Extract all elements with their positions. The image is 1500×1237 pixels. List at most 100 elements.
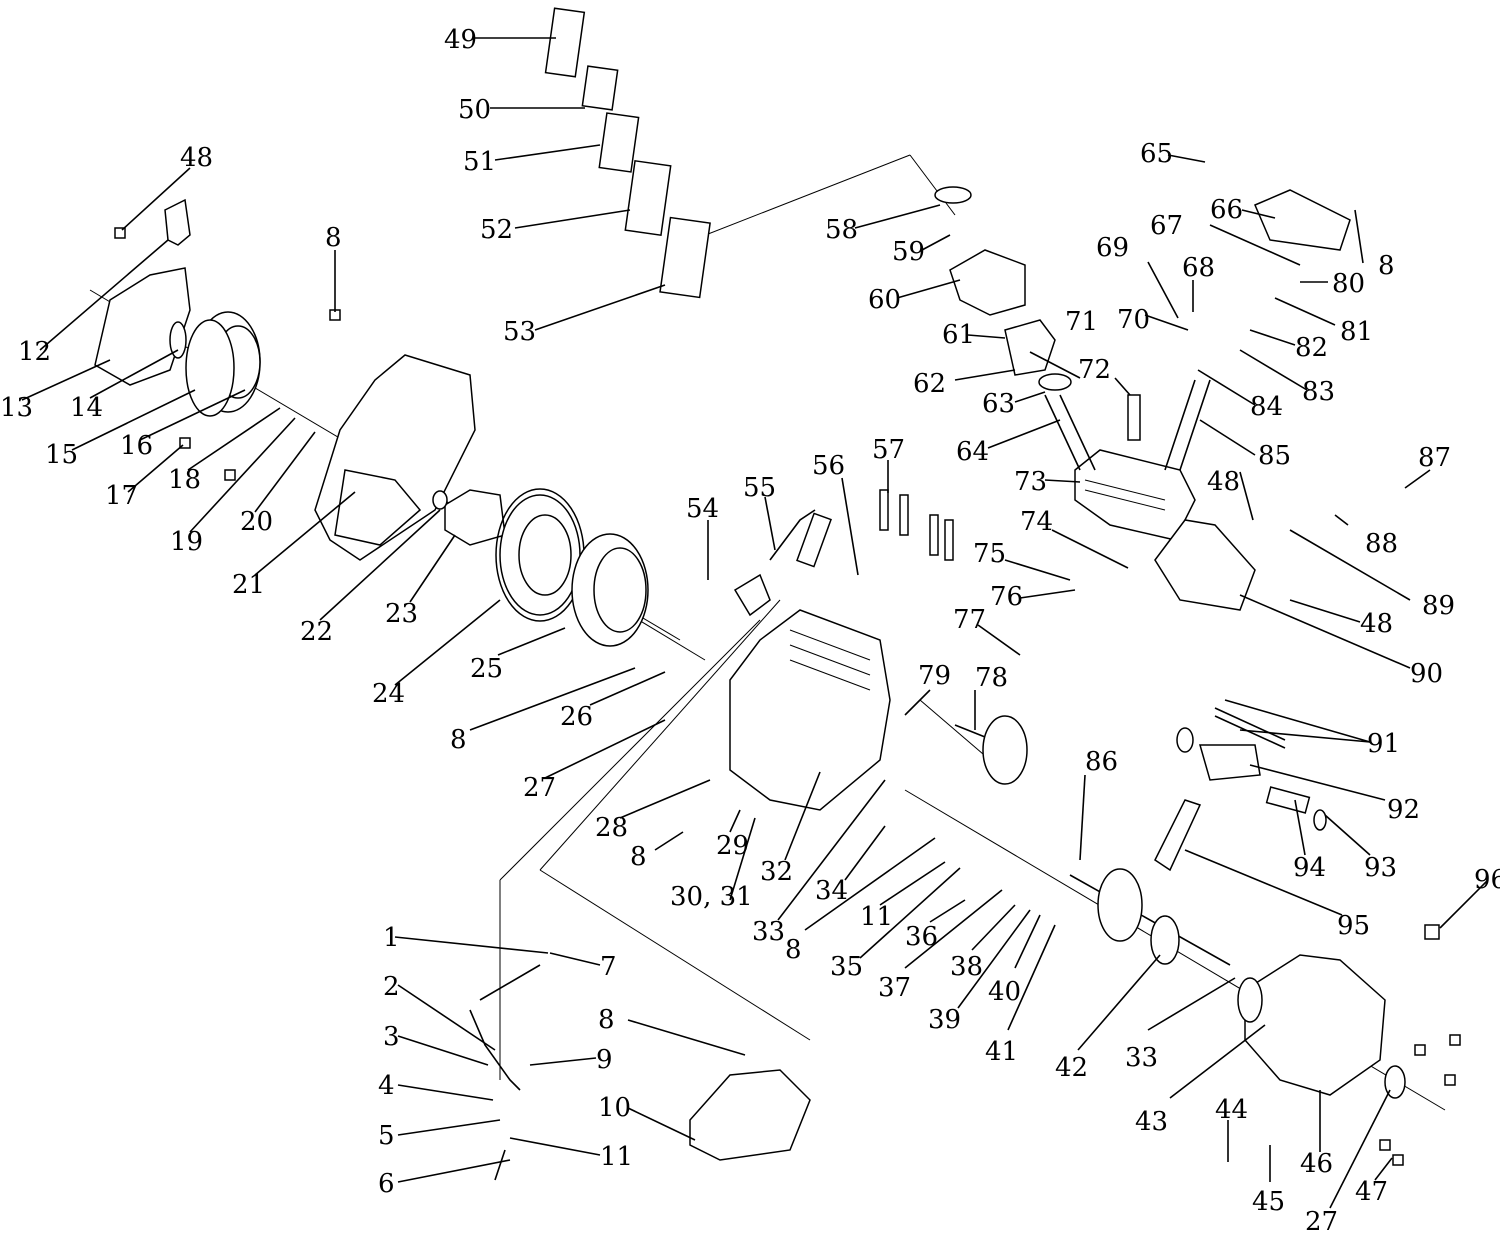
part-piston	[1176, 707, 1327, 831]
part-rotor	[495, 488, 585, 622]
callout-8-flywheel: 8	[450, 725, 467, 755]
part-cylinder-head	[1074, 449, 1196, 541]
callout-9: 9	[596, 1045, 613, 1075]
callout-39: 39	[928, 1005, 961, 1035]
part-intake-manifold	[1004, 319, 1072, 391]
callout-71: 71	[1065, 307, 1098, 337]
callout-47: 47	[1355, 1177, 1388, 1207]
callout-94: 94	[1293, 853, 1326, 883]
callout-53: 53	[503, 317, 536, 347]
callout-66: 66	[1210, 195, 1243, 225]
callout-48-shroud: 48	[1360, 609, 1393, 639]
callout-46: 46	[1300, 1149, 1333, 1179]
callout-72: 72	[1078, 355, 1111, 385]
callout-6: 6	[378, 1169, 395, 1199]
callout-23: 23	[385, 599, 418, 629]
leader-lines	[21, 37, 1489, 1209]
callout-77: 77	[953, 605, 986, 635]
callout-87: 87	[1418, 443, 1451, 473]
callout-45: 45	[1252, 1187, 1285, 1217]
callout-34: 34	[815, 876, 848, 906]
callout-69: 69	[1096, 233, 1129, 263]
callout-96: 96	[1474, 865, 1500, 895]
callout-75: 75	[973, 539, 1006, 569]
callout-49: 49	[444, 25, 477, 55]
callout-93: 93	[1364, 853, 1397, 883]
callout-24: 24	[372, 679, 405, 709]
callout-16: 16	[120, 431, 153, 461]
part-ignition-coil	[733, 509, 832, 617]
part-spark-plug	[1127, 394, 1141, 441]
part-connecting-rod	[1154, 799, 1202, 872]
callout-41: 41	[985, 1037, 1018, 1067]
callout-44: 44	[1215, 1095, 1248, 1125]
callout-65: 65	[1140, 139, 1173, 169]
callout-63: 63	[982, 389, 1015, 419]
callout-80: 80	[1332, 269, 1365, 299]
callout-91: 91	[1367, 729, 1400, 759]
callout-8-valve-cover: 8	[1378, 251, 1395, 281]
callout-22: 22	[300, 617, 333, 647]
part-cooling-fan	[432, 489, 506, 546]
callout-78: 78	[975, 663, 1008, 693]
callout-32: 32	[760, 857, 793, 887]
part-starter-pulley	[185, 311, 261, 417]
callout-14: 14	[70, 393, 103, 423]
callout-27-governor-arm: 27	[523, 773, 556, 803]
callout-11-crank: 11	[860, 902, 893, 932]
callout-79: 79	[918, 661, 951, 691]
callout-30-31: 30, 31	[670, 882, 753, 912]
callout-28: 28	[595, 813, 628, 843]
callout-2: 2	[383, 972, 400, 1002]
callout-8-governor: 8	[630, 842, 647, 872]
callout-11-linkage: 11	[600, 1142, 633, 1172]
callout-21: 21	[232, 570, 265, 600]
callout-55: 55	[743, 473, 776, 503]
callout-82: 82	[1295, 333, 1328, 363]
callout-12: 12	[18, 337, 51, 367]
callout-85: 85	[1258, 441, 1291, 471]
part-air-filter	[544, 7, 711, 299]
part-recoil-cover	[94, 198, 191, 386]
part-throttle-linkage	[469, 964, 541, 1181]
callout-8-top-bolt: 8	[325, 223, 342, 253]
callout-3: 3	[383, 1022, 400, 1052]
callout-54: 54	[686, 494, 719, 524]
part-flywheel-ring	[571, 533, 649, 647]
callout-56: 56	[812, 451, 845, 481]
callout-1: 1	[383, 923, 400, 953]
callout-27-oil-seal: 27	[1305, 1207, 1338, 1232]
callout-33-bearing: 33	[752, 917, 785, 947]
part-head-shroud	[1154, 519, 1256, 611]
callout-59: 59	[892, 237, 925, 267]
callout-38: 38	[950, 952, 983, 982]
callout-62: 62	[913, 369, 946, 399]
callout-10: 10	[598, 1093, 631, 1123]
callout-68: 68	[1182, 253, 1215, 283]
callout-51: 51	[463, 147, 496, 177]
callout-92: 92	[1387, 795, 1420, 825]
callout-64: 64	[956, 437, 989, 467]
callout-88: 88	[1365, 529, 1398, 559]
part-bolts	[114, 227, 1461, 1166]
callout-58: 58	[825, 215, 858, 245]
callout-50: 50	[458, 95, 491, 125]
callout-8-crank: 8	[785, 935, 802, 965]
callout-95: 95	[1337, 911, 1370, 941]
callout-4: 4	[378, 1071, 395, 1101]
part-camshaft	[954, 715, 1028, 785]
callout-43: 43	[1135, 1107, 1168, 1137]
callout-89: 89	[1422, 591, 1455, 621]
callout-83: 83	[1302, 377, 1335, 407]
callout-labels: 1 2 3 4 5 6 7 8 8 8 8 8 8 9 10 11 11 12 …	[0, 25, 1500, 1237]
part-valve-cover	[1254, 189, 1351, 251]
part-pushrods	[1044, 379, 1211, 471]
callout-19: 19	[170, 527, 203, 557]
callout-86: 86	[1085, 747, 1118, 777]
assembly-axis-lines	[89, 154, 1446, 1111]
callout-33-bearing-rear: 33	[1125, 1043, 1158, 1073]
callout-60: 60	[868, 285, 901, 315]
callout-70: 70	[1117, 305, 1150, 335]
part-crankcase	[729, 609, 891, 811]
